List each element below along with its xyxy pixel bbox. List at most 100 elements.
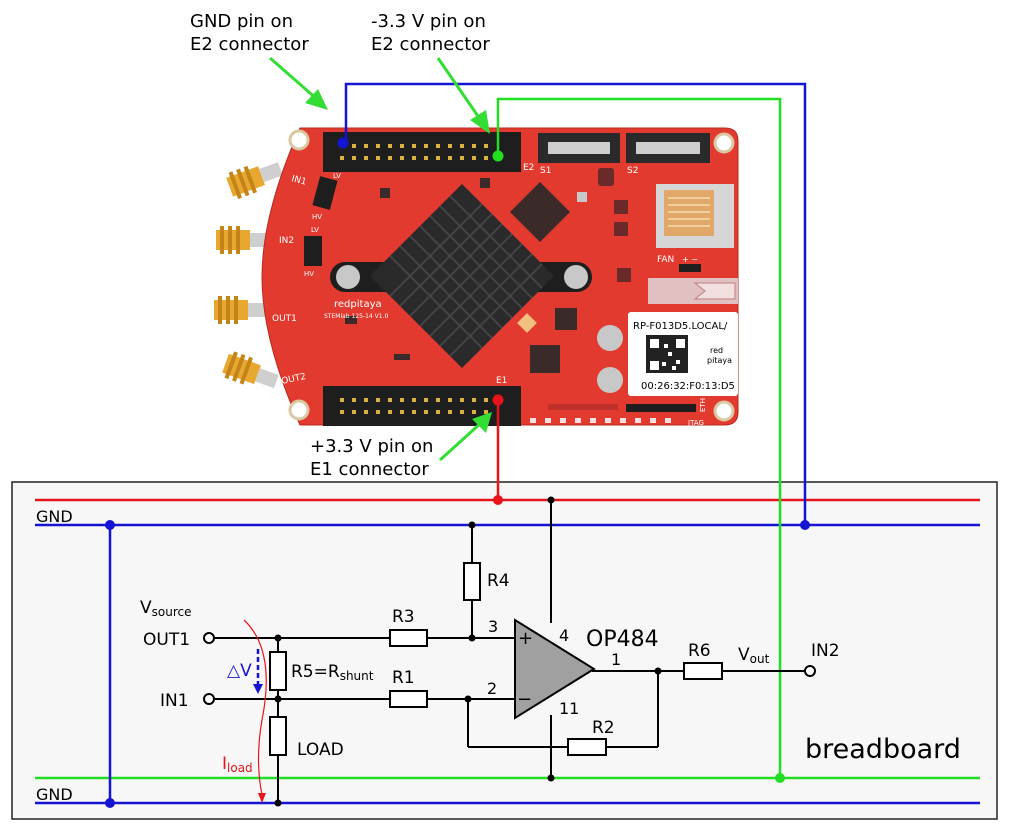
- s2-label: S2: [627, 166, 638, 176]
- gnd-node-bottom: [105, 798, 115, 808]
- in2-terminal: [804, 665, 816, 677]
- e2-connector: [323, 132, 521, 172]
- logo-red-text: red: [710, 346, 723, 355]
- gnd-label-top: GND: [36, 507, 73, 526]
- model-text: STEMlab 125-14 V1.0: [324, 313, 388, 320]
- resistor-load: [269, 716, 287, 756]
- delta-v-label: △V: [227, 661, 252, 681]
- jtag-label: JTAG: [687, 419, 704, 427]
- mount-hole-bl: [288, 399, 310, 421]
- sma-connector-out2: [222, 351, 279, 389]
- chip-diamond: [510, 182, 570, 242]
- breadboard-label: breadboard: [805, 734, 961, 765]
- hv1-label: HV: [312, 213, 322, 221]
- neg-wire-node: [775, 773, 785, 783]
- fan-label: FAN: [657, 255, 674, 265]
- callout-arrow-gnd: [269, 56, 328, 110]
- r2-label: R2: [592, 718, 615, 738]
- neg-wire: [496, 97, 782, 778]
- breadboard-box: [11, 481, 998, 820]
- e1-connector: [323, 386, 521, 426]
- pos-pin-annotation-line2: E1 connector: [310, 459, 429, 480]
- gnd-pin-dot: [337, 137, 349, 149]
- fan-connector: [679, 264, 701, 272]
- pin-1: 1: [611, 650, 621, 669]
- pin-4: 4: [559, 626, 569, 645]
- r6-label: R6: [688, 641, 711, 661]
- gnd-pin-annotation-line1: GND pin on: [190, 11, 293, 32]
- jumper-in2: [304, 236, 322, 266]
- sma-connector-in2: [216, 226, 270, 254]
- in1-board-label: IN1: [290, 174, 307, 188]
- gnd-pin-annotation-line2: E2 connector: [190, 34, 309, 55]
- resistor-r3: [389, 629, 428, 647]
- resistor-r6: [683, 662, 723, 680]
- s1-label: S1: [540, 166, 551, 176]
- pos-pin-dot: [492, 394, 504, 406]
- in1-circuit-label: IN1: [160, 691, 189, 711]
- eth-label: ETH: [699, 398, 707, 412]
- pin-3: 3: [488, 617, 498, 636]
- e1-label: E1: [496, 376, 507, 386]
- v-out-label: Vout: [738, 645, 770, 666]
- opamp-label: OP484: [586, 627, 659, 652]
- in1-terminal: [203, 693, 215, 705]
- lv1-label: LV: [333, 172, 341, 180]
- lv2-label: LV: [311, 226, 319, 234]
- mount-hole-tl: [288, 129, 310, 151]
- pin-2: 2: [487, 679, 497, 698]
- pos-wire-node: [493, 495, 503, 505]
- pos-pin-annotation-line1: +3.3 V pin on: [310, 436, 433, 457]
- heatsink: [330, 184, 592, 368]
- junction-dots: [274, 496, 662, 807]
- pin-minus: −: [517, 689, 532, 710]
- callout-arrow-neg: [436, 57, 490, 134]
- neg-pin-annotation-line1: -3.3 V pin on: [371, 11, 486, 32]
- out1-circuit-label: OUT1: [143, 630, 190, 650]
- v-source-label: Vsource: [140, 598, 192, 619]
- load-label: LOAD: [297, 740, 344, 760]
- sma-connector-out1: [214, 296, 268, 324]
- in2-board-label: IN2: [279, 236, 294, 246]
- logo-pitaya-text: pitaya: [707, 356, 732, 365]
- neg-pin-annotation-line2: E2 connector: [371, 34, 490, 55]
- e2-label: E2: [523, 163, 534, 173]
- circuit: [214, 500, 805, 803]
- hostname-text: RP-F013D5.LOCAL/: [633, 321, 728, 332]
- resistor-r1: [389, 690, 428, 708]
- callout-arrow-pos: [438, 412, 492, 462]
- sma-connector-in1: [226, 162, 283, 200]
- e2-pins: [340, 144, 488, 160]
- pin-plus: +: [518, 628, 533, 649]
- jtag-header: [626, 404, 696, 412]
- jumper-in1: [312, 176, 338, 210]
- gnd-wire-node: [800, 520, 810, 530]
- mount-hole-br: [713, 400, 735, 422]
- resistor-r4: [463, 562, 481, 601]
- in2-circuit-label: IN2: [811, 641, 840, 661]
- r1-label: R1: [392, 668, 415, 688]
- hv2-label: HV: [304, 270, 314, 278]
- gnd-node-top: [105, 520, 115, 530]
- brand-text: redpitaya: [334, 299, 382, 310]
- r4-label: R4: [487, 571, 510, 591]
- out1-terminal: [203, 632, 215, 644]
- fan-polarity: + −: [682, 255, 698, 264]
- resistor-r5: [269, 651, 287, 691]
- opamp-op484: [514, 618, 596, 720]
- chip-square: [530, 345, 560, 373]
- i-load-label: Iload: [222, 754, 253, 775]
- out1-board-label: OUT1: [272, 314, 297, 324]
- r3-label: R3: [392, 607, 415, 627]
- r5-label: R5=Rshunt: [291, 662, 374, 683]
- pin-11: 11: [559, 699, 579, 718]
- red-pitaya-board: E2 E1 S1 S2 FAN + − RP-F013D5.LOCAL/: [214, 127, 739, 427]
- mac-text: 00:26:32:F0:13:D5: [641, 381, 735, 392]
- resistor-r2: [567, 738, 607, 756]
- i-load-arrow: [243, 619, 267, 796]
- neg-pin-dot: [492, 150, 504, 162]
- e1-pins: [340, 398, 488, 414]
- gnd-label-bottom: GND: [36, 785, 73, 804]
- mount-hole-tr: [713, 132, 735, 154]
